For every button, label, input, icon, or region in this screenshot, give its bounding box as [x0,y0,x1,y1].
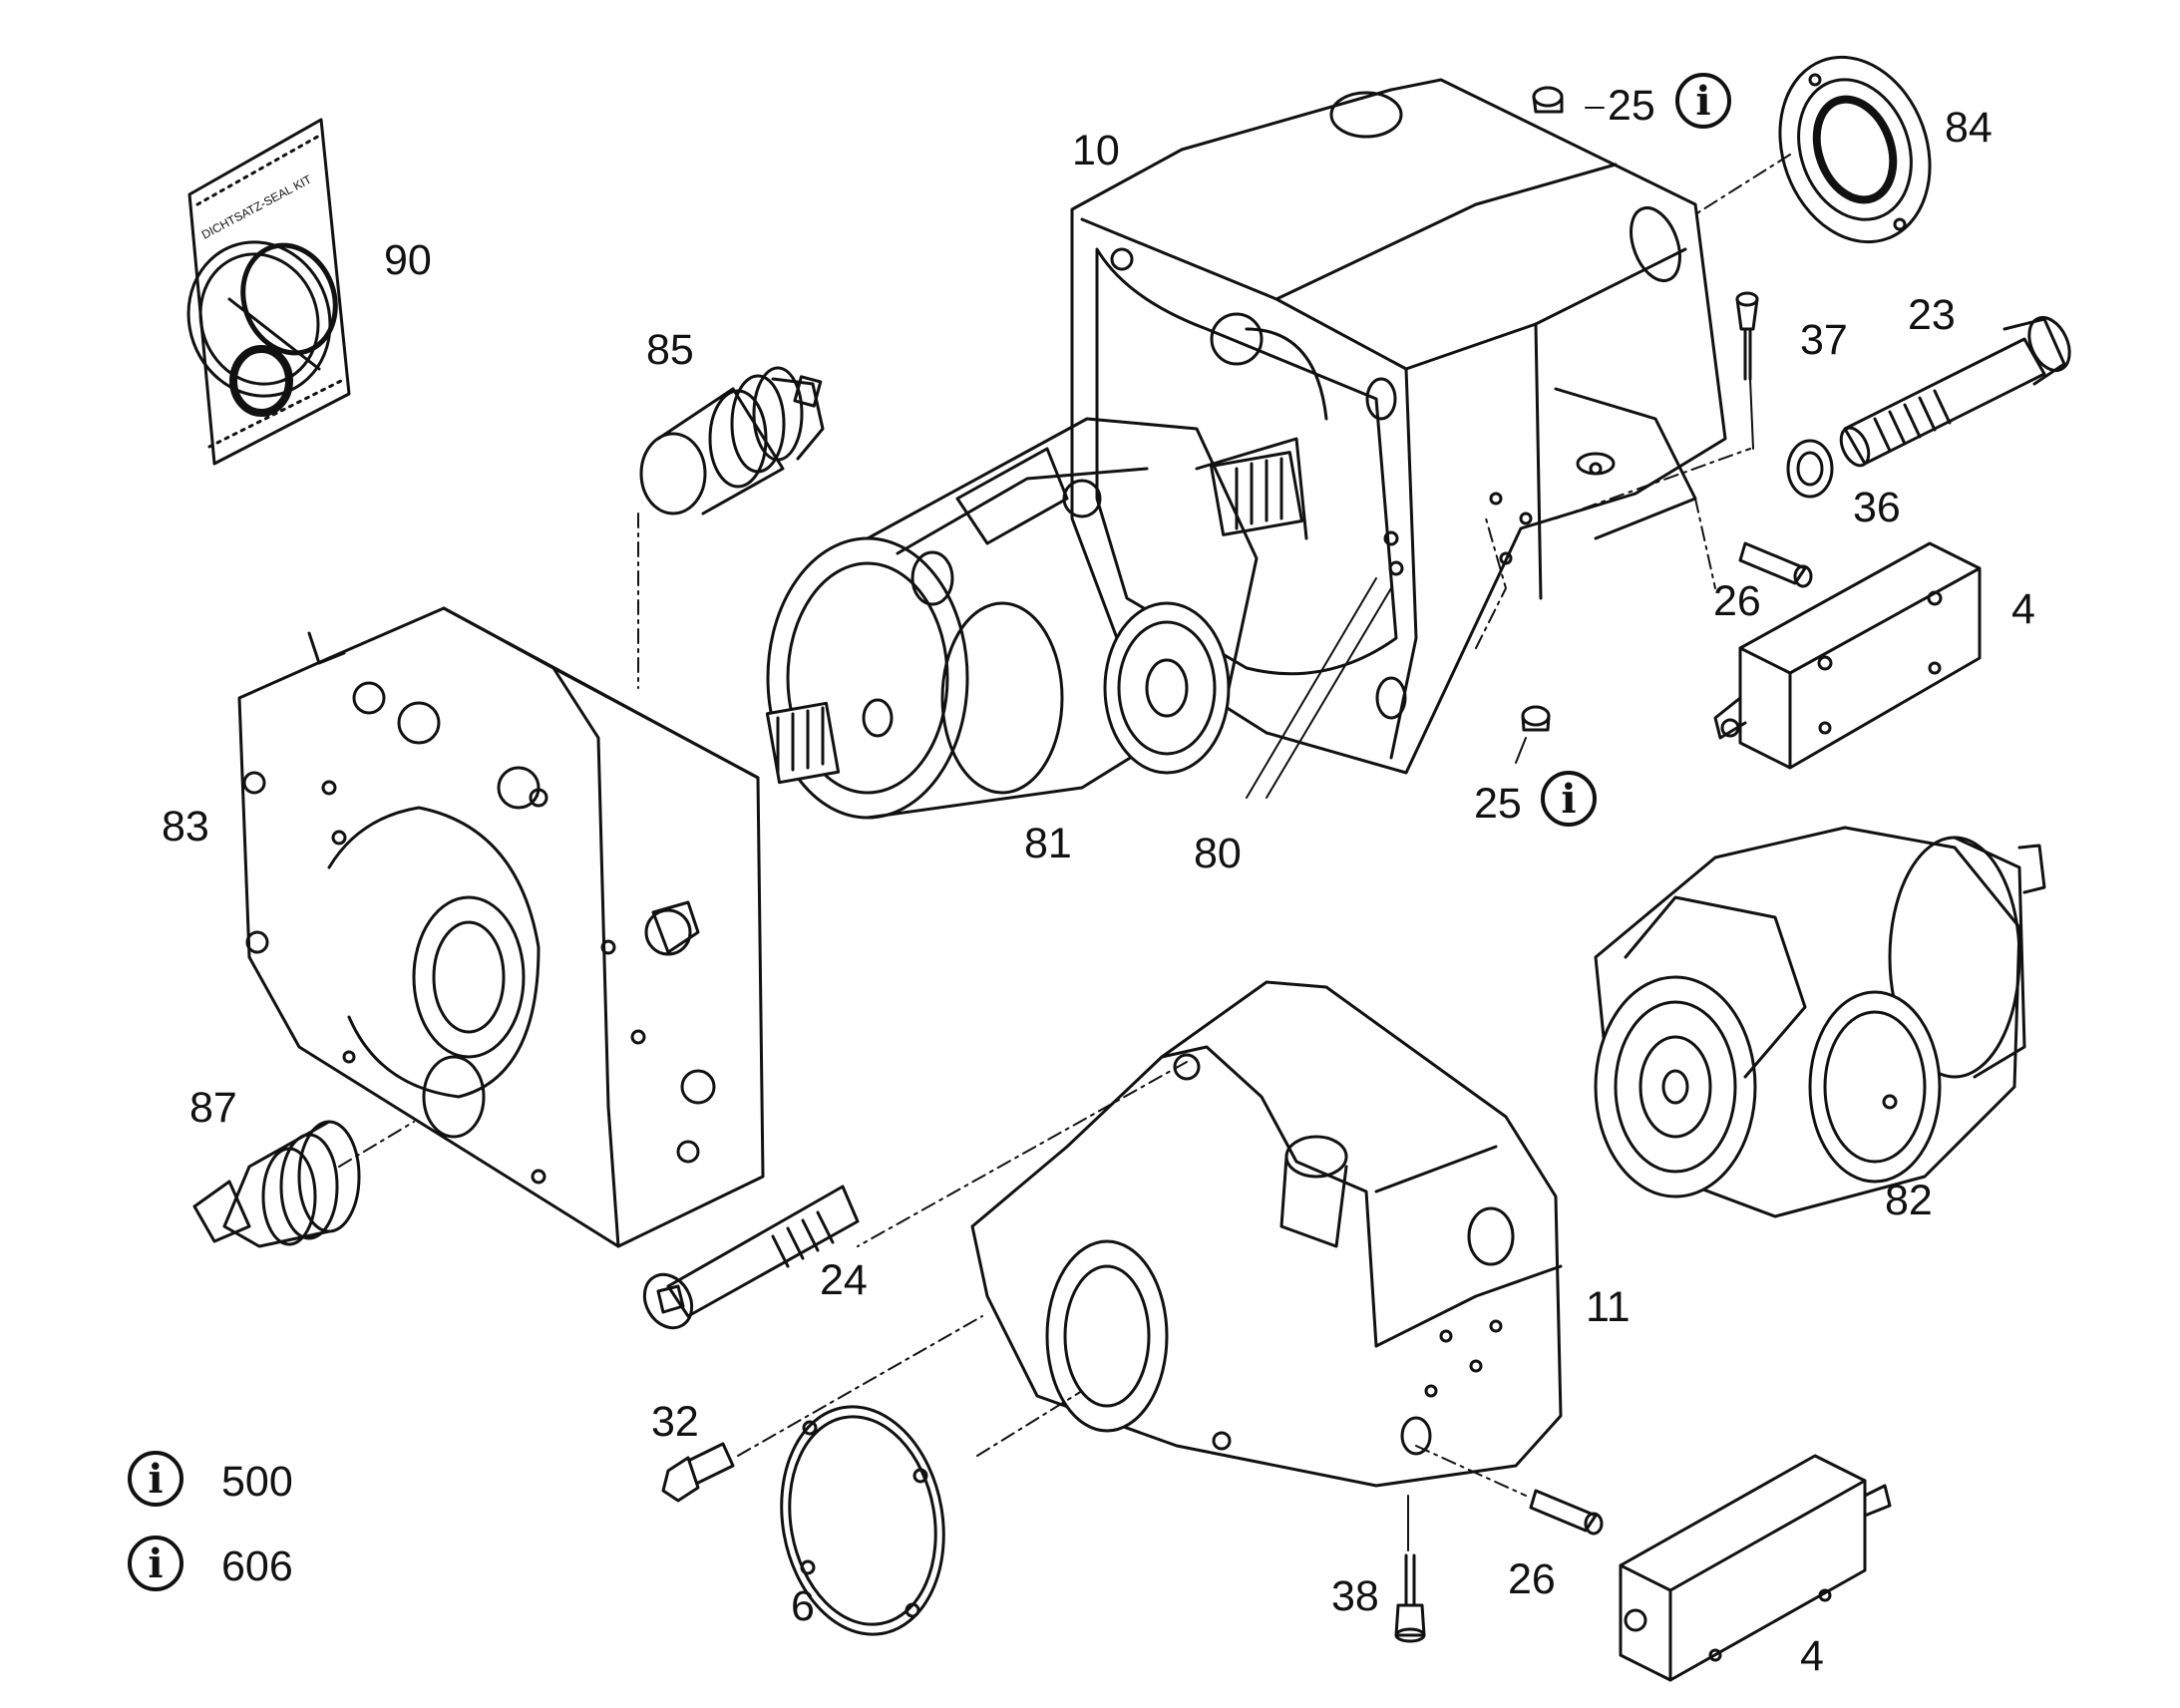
info-icon[interactable]: i [1541,771,1597,827]
callout-80: 80 [1194,830,1242,877]
callout-11: 11 [1586,1283,1631,1331]
callout-4-bottom: 4 [1800,1632,1824,1680]
callout-36: 36 [1853,484,1901,531]
rotating-group-81 [765,417,1308,820]
pin-26-top [1738,541,1813,588]
control-block-4-bottom [1619,1454,1892,1682]
valve-cartridge-85 [639,366,825,515]
callout-10: 10 [1072,127,1120,174]
cover-6 [780,1405,945,1636]
info-icon[interactable]: i [128,1536,183,1591]
control-block-4-top [1713,541,1982,770]
callout-84: 84 [1945,104,1993,152]
callout-37: 37 [1800,316,1848,364]
callout-83: 83 [162,803,209,851]
bolt-32 [661,1442,735,1503]
callout-38: 38 [1331,1572,1379,1620]
plug-25-top [1532,86,1564,114]
bolt-23 [1839,316,2071,468]
callout-87: 87 [189,1084,237,1132]
info-icon[interactable]: i [1675,73,1731,129]
washer-36 [1786,439,1834,499]
callout-25-top: 25 [1608,82,1655,130]
bolt-24 [642,1185,860,1330]
callout-32: 32 [651,1398,699,1446]
callout-26-bottom: 26 [1508,1555,1556,1603]
legend-number-500: 500 [221,1458,293,1506]
leader-lines [338,107,1791,1551]
pump-assembly-82 [1594,826,2046,1218]
callout-85: 85 [646,326,694,374]
plug-25-bottom [1521,705,1551,732]
pins-80 [1383,530,1404,576]
seal-kit-bag: DICHTSATZ-SEAL KIT [186,118,351,466]
callout-26-top: 26 [1713,577,1761,625]
valve-cartridge-87 [192,1120,361,1248]
pin-26-bottom [1529,1489,1604,1536]
callout-23: 23 [1908,291,1956,339]
info-icon[interactable]: i [128,1451,183,1507]
legend-number-606: 606 [221,1542,293,1590]
callout-25-bottom: 25 [1474,780,1522,828]
seal-cover-84 [1778,55,1932,244]
callout-24: 24 [820,1256,868,1304]
callout-82: 82 [1885,1177,1933,1224]
port-plate-83 [237,606,765,1248]
callout-6: 6 [791,1582,815,1630]
screw-38 [1394,1553,1426,1643]
housing-11 [970,980,1563,1488]
callout-90: 90 [384,236,432,284]
screw-37 [1735,291,1759,381]
callout-81: 81 [1024,820,1072,867]
callout-4-top: 4 [2011,585,2035,633]
main-housing-10 [1070,78,1727,775]
